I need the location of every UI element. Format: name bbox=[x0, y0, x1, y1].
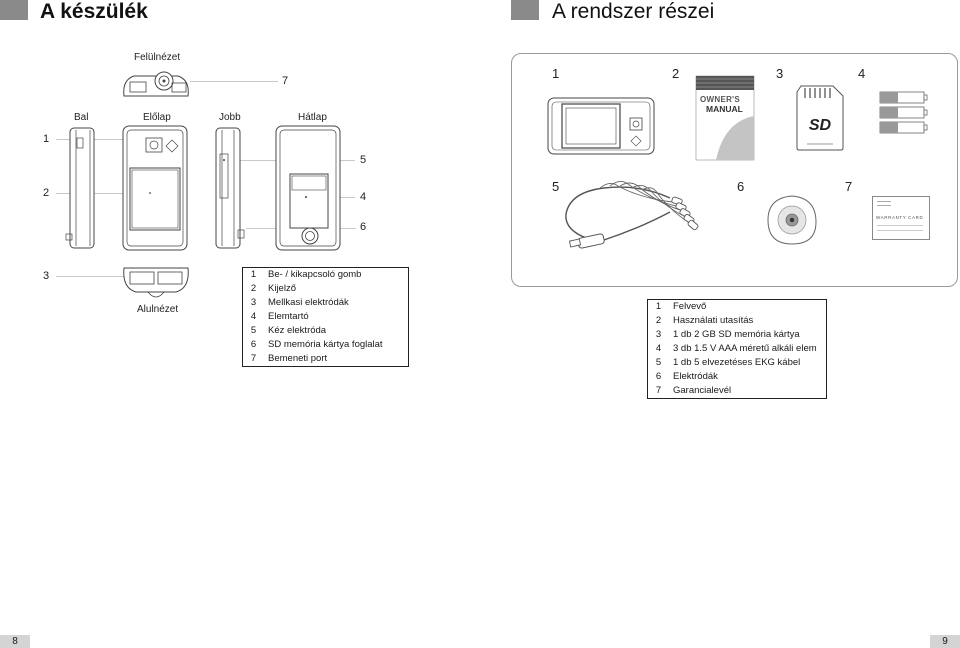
callout-4: 4 bbox=[360, 191, 367, 203]
device-left-view bbox=[65, 127, 95, 249]
parts-legend-number: 4 bbox=[242, 310, 264, 324]
device-top-view bbox=[123, 71, 189, 97]
label-left-view: Bal bbox=[74, 112, 89, 123]
page-title-right: A rendszer részei bbox=[552, 0, 715, 23]
components-legend-text: 1 db 5 elvezetéses EKG kábel bbox=[669, 356, 827, 370]
item-number-6: 6 bbox=[737, 179, 745, 194]
header-marker-right bbox=[511, 0, 539, 20]
parts-legend-text: Bemeneti port bbox=[264, 352, 409, 367]
device-back-view bbox=[275, 125, 341, 251]
manual-title-line2: MANUAL bbox=[706, 104, 743, 114]
parts-legend-number: 1 bbox=[242, 267, 264, 282]
warranty-card-label: WARRANTY CARD bbox=[876, 215, 924, 220]
callout-3: 3 bbox=[43, 270, 50, 282]
callout-6: 6 bbox=[360, 221, 367, 233]
components-legend-text: Használati utasítás bbox=[669, 314, 827, 328]
components-legend-number: 5 bbox=[647, 356, 669, 370]
callout-1: 1 bbox=[43, 133, 50, 145]
page-title-left: A készülék bbox=[40, 0, 148, 23]
sd-card-illustration: SD bbox=[796, 85, 844, 151]
owners-manual-illustration: OWNER'S MANUAL bbox=[695, 75, 755, 161]
recorder-illustration bbox=[547, 97, 655, 155]
ecg-cable-illustration bbox=[565, 181, 699, 249]
components-legend-number: 3 bbox=[647, 328, 669, 342]
components-legend-number: 7 bbox=[647, 384, 669, 399]
components-legend-text: Garancialevél bbox=[669, 384, 827, 399]
parts-legend-number: 2 bbox=[242, 282, 264, 296]
label-front-view: Előlap bbox=[143, 112, 171, 123]
page-number-right: 9 bbox=[930, 635, 960, 648]
item-number-7: 7 bbox=[845, 179, 853, 194]
components-legend-text: Felvevő bbox=[669, 299, 827, 314]
manual-title-line1: OWNER'S bbox=[700, 95, 741, 104]
warranty-card-illustration: WARRANTY CARD bbox=[872, 196, 930, 240]
item-number-1: 1 bbox=[552, 66, 560, 81]
parts-legend-text: Kijelző bbox=[264, 282, 409, 296]
device-front-view bbox=[122, 125, 188, 251]
callout-7: 7 bbox=[282, 75, 289, 87]
item-number-3: 3 bbox=[776, 66, 784, 81]
device-right-view bbox=[215, 127, 245, 249]
components-legend-text: 3 db 1.5 V AAA méretű alkáli elem bbox=[669, 342, 827, 356]
electrode-illustration bbox=[767, 195, 817, 245]
parts-legend-number: 5 bbox=[242, 324, 264, 338]
page-number-left: 8 bbox=[0, 635, 30, 648]
components-legend-number: 1 bbox=[647, 299, 669, 314]
aaa-batteries-illustration bbox=[879, 91, 928, 134]
label-right-view: Jobb bbox=[219, 112, 241, 123]
components-legend-number: 6 bbox=[647, 370, 669, 384]
parts-legend-number: 7 bbox=[242, 352, 264, 367]
label-back-view: Hátlap bbox=[298, 112, 327, 123]
svg-text:SD: SD bbox=[809, 117, 832, 134]
components-legend-number: 2 bbox=[647, 314, 669, 328]
item-number-2: 2 bbox=[672, 66, 680, 81]
item-number-4: 4 bbox=[858, 66, 866, 81]
callout-5: 5 bbox=[360, 154, 367, 166]
callout-2: 2 bbox=[43, 187, 50, 199]
label-bottom-view: Alulnézet bbox=[137, 304, 179, 315]
parts-legend-text: Mellkasi elektródák bbox=[264, 296, 409, 310]
components-legend-number: 4 bbox=[647, 342, 669, 356]
parts-legend-text: SD memória kártya foglalat bbox=[264, 338, 409, 352]
header-marker-left bbox=[0, 0, 28, 20]
label-top-view: Felülnézet bbox=[134, 52, 181, 63]
components-legend-text: 1 db 2 GB SD memória kártya bbox=[669, 328, 827, 342]
parts-legend-text: Be- / kikapcsoló gomb bbox=[264, 267, 409, 282]
item-number-5: 5 bbox=[552, 179, 560, 194]
parts-legend-text: Kéz elektróda bbox=[264, 324, 409, 338]
parts-legend-number: 6 bbox=[242, 338, 264, 352]
device-bottom-view bbox=[123, 267, 189, 298]
parts-legend-text: Elemtartó bbox=[264, 310, 409, 324]
components-legend-text: Elektródák bbox=[669, 370, 827, 384]
system-components-panel bbox=[511, 53, 958, 287]
parts-legend-number: 3 bbox=[242, 296, 264, 310]
